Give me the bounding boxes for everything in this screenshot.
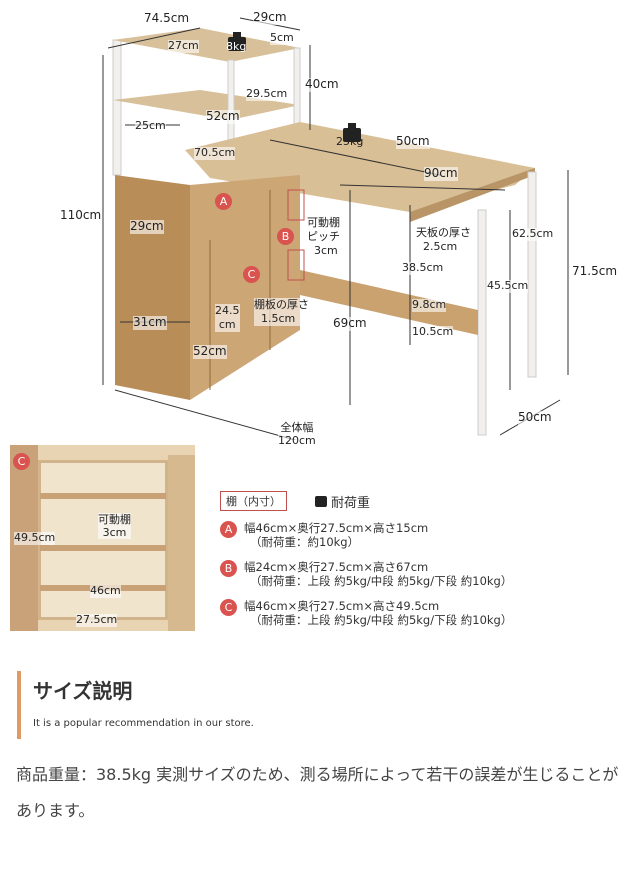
depth-top-label: 29cm <box>253 10 287 25</box>
badge-a: A <box>220 521 237 538</box>
height-705-label: 70.5cm <box>194 146 236 160</box>
badge-c: C <box>220 598 237 616</box>
height-5-label: 5cm <box>270 31 294 45</box>
shelf-width-label: 27cm <box>168 39 199 53</box>
shelf-thickness-label: 棚板の厚さ 1.5cm <box>254 298 309 326</box>
legend-load: （耐荷重：約10kg） <box>250 535 360 550</box>
inset-depth-label: 27.5cm <box>76 613 118 627</box>
weight-icon <box>228 32 246 51</box>
badge-c: C <box>243 266 260 283</box>
badge-a: A <box>215 193 232 210</box>
width-90-label: 90cm <box>424 166 458 181</box>
height-52-label: 52cm <box>206 109 240 124</box>
weight-icon <box>343 123 361 142</box>
inset-width-label: 46cm <box>90 584 121 598</box>
desk-illustration <box>102 17 569 440</box>
load-desk-label: 25kg <box>336 135 364 148</box>
load-top-label: 8kg <box>226 40 247 53</box>
legend-spec: 幅46cm×奥行27.5cm×高さ49.5cm <box>244 598 440 613</box>
height-295-label: 29.5cm <box>246 87 288 101</box>
size-section-header: サイズ説明 It is a popular recommendation in … <box>17 671 254 739</box>
section-title: サイズ説明 <box>33 679 133 703</box>
legend-item: C 幅46cm×奥行27.5cm×高さ49.5cm（耐荷重：上段 約5kg/中段 … <box>220 598 540 628</box>
height-40-label: 40cm <box>305 77 339 92</box>
height-455-label: 45.5cm <box>487 279 529 293</box>
height-52b-label: 52cm <box>193 344 227 359</box>
badge-b: B <box>220 559 237 577</box>
legend-item: B 幅24cm×奥行27.5cm×高さ67cm（耐荷重：上段 約5kg/中段 約5… <box>220 559 540 589</box>
depth-50b-label: 50cm <box>518 410 552 425</box>
inset-height-label: 49.5cm <box>14 531 56 545</box>
weight-icon <box>315 496 327 507</box>
badge-c: C <box>13 453 30 470</box>
height-385-label: 38.5cm <box>402 261 444 275</box>
top-thickness-label: 天板の厚さ 2.5cm <box>416 226 471 254</box>
depth-50-label: 50cm <box>396 134 430 149</box>
legend-weight: 耐荷重 <box>315 492 370 511</box>
pitch-label: 可動棚ピッチ 3cm <box>307 216 340 258</box>
width-top-label: 74.5cm <box>144 11 190 26</box>
width-29-label: 29cm <box>130 219 164 234</box>
legend-load: （耐荷重：上段 約5kg/中段 約5kg/下段 約10kg） <box>250 574 513 589</box>
legend-title: 棚（内寸） <box>220 491 287 511</box>
shelf-legend: 棚（内寸） 耐荷重 A 幅46cm×奥行27.5cm×高さ15cm（耐荷重：約10… <box>220 490 540 627</box>
width-25-label: 25cm <box>135 119 166 133</box>
height-715-label: 71.5cm <box>572 264 618 279</box>
product-description: 商品重量：38.5kg 実測サイズのため、測る場所によって若干の誤差が生じること… <box>16 765 619 820</box>
section-subtitle: It is a popular recommendation in our st… <box>33 718 254 729</box>
depth-625-label: 62.5cm <box>512 227 554 241</box>
legend-load: （耐荷重：上段 約5kg/中段 約5kg/下段 約10kg） <box>250 612 513 627</box>
height-69-label: 69cm <box>333 316 367 331</box>
height-110-label: 110cm <box>60 208 102 223</box>
height-105-label: 10.5cm <box>412 325 454 339</box>
width-31-label: 31cm <box>133 315 167 330</box>
legend-weight-label: 耐荷重 <box>331 496 371 511</box>
badge-b: B <box>277 228 294 245</box>
legend-spec: 幅24cm×奥行27.5cm×高さ67cm <box>244 559 429 574</box>
legend-item: A 幅46cm×奥行27.5cm×高さ15cm（耐荷重：約10kg） <box>220 521 540 550</box>
height-98-label: 9.8cm <box>412 298 447 312</box>
dimension-diagram: 74.5cm 29cm 8kg 27cm 5cm 40cm 29.5cm 52c… <box>60 10 618 447</box>
legend-spec: 幅46cm×奥行27.5cm×高さ15cm <box>244 521 429 535</box>
